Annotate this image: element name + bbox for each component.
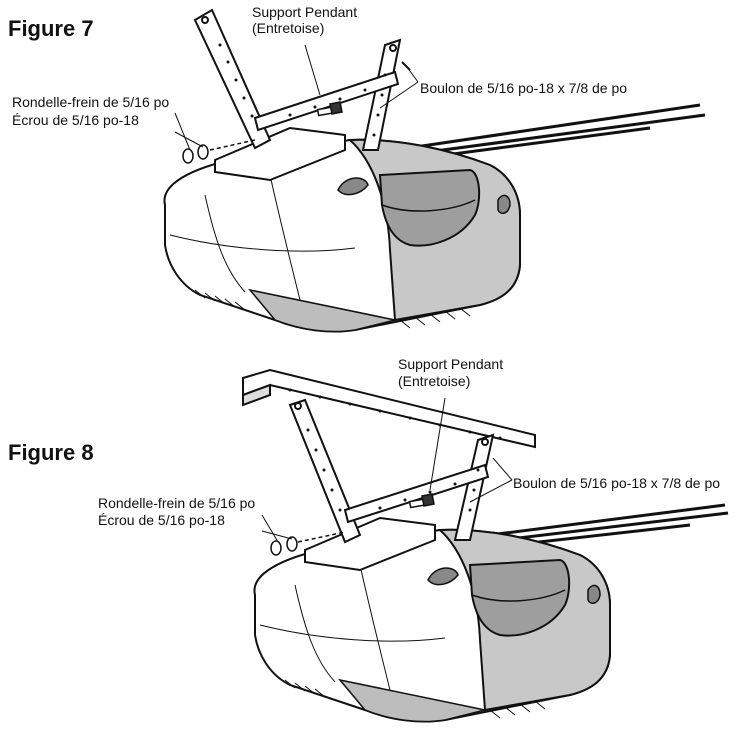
support-pendant-sublabel: (Entretoise) [398, 373, 471, 389]
support-pendant [193, 8, 402, 151]
lock-washer-label: Rondelle-frein de 5/16 po [12, 94, 170, 110]
leader-lines [174, 44, 419, 151]
bolt [408, 493, 435, 509]
bolt-label: Boulon de 5/16 po-18 x 7/8 de po [513, 475, 721, 491]
figure-8-illustration [242, 368, 729, 723]
figure-title: Figure 7 [8, 16, 94, 41]
opener-motor-unit [163, 126, 521, 333]
support-pendant-label: Support Pendant [398, 356, 504, 372]
lock-washer-label: Rondelle-frein de 5/16 po [98, 495, 256, 511]
lock-washer-and-nut [270, 531, 346, 556]
nut-label: Écrou de 5/16 po-18 [98, 512, 225, 528]
support-pendant [288, 398, 495, 544]
angle-iron [242, 368, 536, 449]
leader-lines [261, 397, 513, 543]
figure-8: Figure 8 Support Pendant (Entretoise) Bo… [0, 350, 753, 737]
nut-label: Écrou de 5/16 po-18 [12, 112, 139, 128]
figure-7: Figure 7 Support Pendant (Entretoise) Bo… [0, 0, 753, 350]
support-pendant-label: Support Pendant [252, 4, 358, 20]
support-pendant-sublabel: (Entretoise) [252, 20, 325, 36]
lock-washer-and-nut [182, 139, 256, 164]
figure-title: Figure 8 [8, 440, 94, 465]
opener-motor-unit [253, 516, 611, 723]
figure-7-illustration [163, 8, 706, 333]
bolt-label: Boulon de 5/16 po-18 x 7/8 de po [420, 80, 628, 96]
